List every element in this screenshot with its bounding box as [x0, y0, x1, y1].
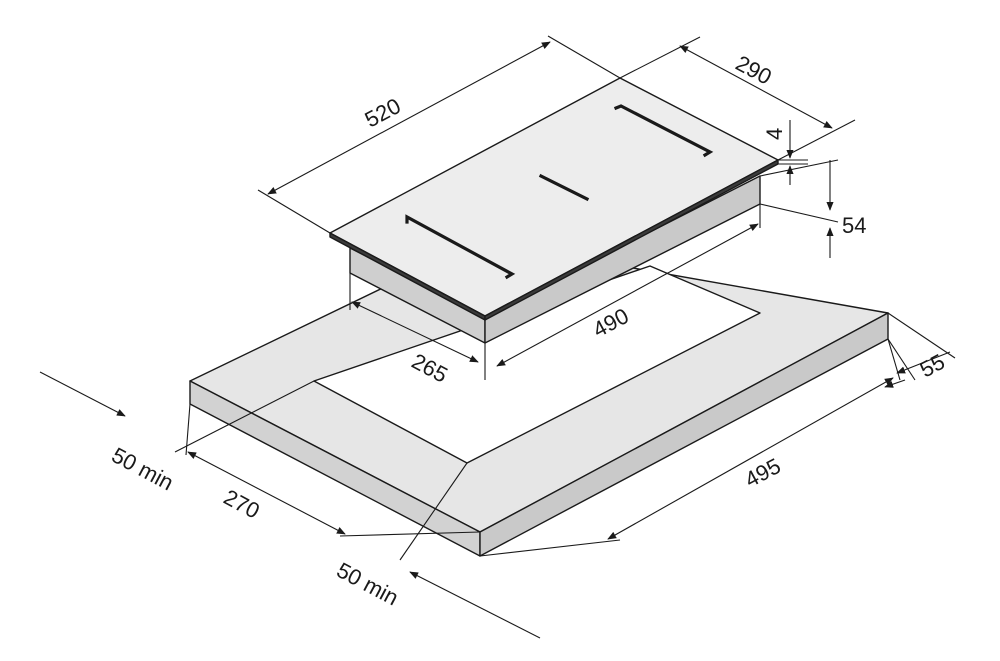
dim-hob-width: 290 [732, 50, 776, 89]
dim-counter-length: 495 [741, 453, 785, 492]
cooking-zone-right-marker [613, 104, 714, 158]
dimension-lines [39, 35, 956, 639]
dim-counter-width: 270 [220, 484, 264, 523]
dim-hob-depth: 54 [842, 213, 866, 238]
dim-glass-thickness: 4 [762, 128, 787, 140]
dim-min-clearance-front: 50 min [333, 557, 403, 610]
dim-hob-length: 520 [361, 93, 405, 132]
dim-min-clearance-left: 50 min [108, 442, 178, 495]
